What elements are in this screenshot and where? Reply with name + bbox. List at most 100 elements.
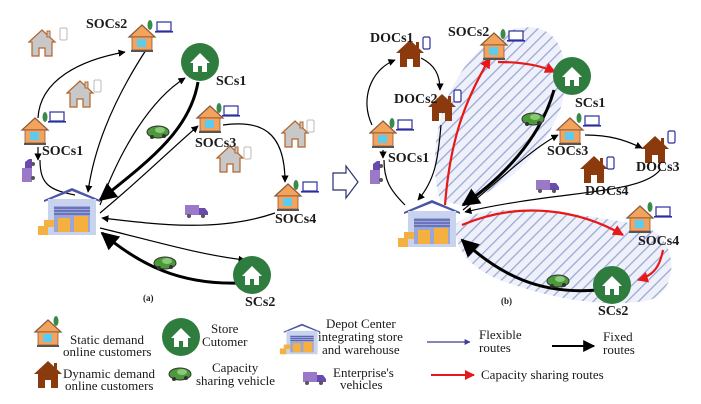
route-scs1-depot-fixed xyxy=(98,81,200,202)
phone-icon xyxy=(422,36,431,50)
laptop-icon xyxy=(653,206,673,219)
route-socs3-docs3 xyxy=(584,134,643,149)
label-docs1: DOCs1 xyxy=(370,31,414,46)
route-docs3-depot xyxy=(464,169,661,215)
leaf-icon xyxy=(53,316,59,326)
store-icon xyxy=(593,266,631,304)
legend-ent-line2: vehicles xyxy=(340,377,383,392)
label-docs3: DOCs3 xyxy=(636,160,680,175)
legend-depot-icon xyxy=(279,323,321,355)
laptop-icon xyxy=(300,181,320,194)
legend-flexible-line1: Flexible xyxy=(479,327,522,342)
legend-depot-line1: Depot Center xyxy=(326,316,396,331)
route-socs1-socs2 xyxy=(37,49,126,119)
phone-icon xyxy=(243,146,252,160)
legend-depot-line2: integrating store xyxy=(318,329,403,344)
label-docs2: DOCs2 xyxy=(394,92,438,107)
label-socs1: SOCs1 xyxy=(42,144,83,159)
laptop-icon xyxy=(395,119,415,132)
car-icon xyxy=(146,125,170,140)
label-docs4: DOCs4 xyxy=(585,184,629,199)
legend-static-line1: Static demand xyxy=(70,332,145,347)
route-docs2-depot xyxy=(417,124,442,201)
legend-flexible-line2: routes xyxy=(479,340,511,355)
phone-icon xyxy=(59,27,68,41)
route-depot-scs2 xyxy=(99,227,246,263)
legend-dynamic-house-icon xyxy=(34,361,62,388)
label-scs1-b: SCs1 xyxy=(575,96,605,111)
legend-fixed-line1: Fixed xyxy=(603,329,633,344)
inactive-house-icon xyxy=(281,120,309,148)
route-docs1-docs2 xyxy=(420,57,444,91)
route-scs1-depot-fixed-b xyxy=(461,89,556,207)
caption-b: (b) xyxy=(501,296,512,306)
panel-a: SOCs2 SOCs1 SOCs3 SOCs4 SCs1 SCs2 (a) xyxy=(21,17,320,310)
route-socs2-depot xyxy=(85,49,147,193)
depot-icon xyxy=(37,187,101,236)
label-socs3: SOCs3 xyxy=(195,136,236,151)
truck-icon xyxy=(370,161,383,184)
route-depot-socs3 xyxy=(99,125,199,214)
truck-icon xyxy=(536,180,559,193)
route-socs4-scs2-capacity xyxy=(636,249,665,283)
laptop-icon xyxy=(47,111,67,124)
legend-static-line2: online customers xyxy=(63,344,151,359)
route-depot-scs1 xyxy=(99,77,186,206)
legend-truck-icon xyxy=(303,372,326,385)
label-socs2-b: SOCs2 xyxy=(448,25,489,40)
leaf-icon xyxy=(293,180,299,190)
route-socs3-socs4 xyxy=(222,123,289,183)
route-socs1-docs1 xyxy=(366,59,396,126)
legend-capveh-line2: sharing vehicle xyxy=(196,373,275,388)
caption-a: (a) xyxy=(143,293,154,303)
legend-capacity-route-label: Capacity sharing routes xyxy=(481,367,604,382)
phone-icon xyxy=(667,130,676,144)
legend: Static demand online customers Store Cut… xyxy=(34,316,635,393)
store-icon xyxy=(553,57,591,95)
route-depot-socs1 xyxy=(39,159,76,196)
legend-capveh-line1: Capacity xyxy=(212,360,259,375)
label-scs1: SCs1 xyxy=(216,74,246,89)
legend-fixed-line2: routes xyxy=(603,342,635,357)
legend-store-line2: Cutomer xyxy=(202,334,248,349)
label-socs2: SOCs2 xyxy=(86,17,127,32)
legend-dynamic-line1: Dynamic demand xyxy=(63,366,156,381)
leaf-icon xyxy=(647,202,653,212)
route-depot-socs1-b xyxy=(383,159,406,206)
route-depot-socs4-capacity xyxy=(461,209,624,236)
leaf-icon xyxy=(389,118,395,128)
panel-b: DOCs1 DOCs2 DOCs3 DOCs4 SOCs2 SOCs1 SOCs… xyxy=(366,25,680,319)
leaf-icon xyxy=(576,113,582,123)
label-socs3-b: SOCs3 xyxy=(547,144,588,159)
route-socs4-depot xyxy=(101,212,276,226)
dynamic-house-icon xyxy=(641,136,669,163)
legend-store-line1: Store xyxy=(211,321,239,336)
route-scs2-depot-fixed-b xyxy=(460,238,599,293)
truck-icon xyxy=(185,205,208,218)
laptop-icon xyxy=(154,21,174,34)
legend-dynamic-line2: online customers xyxy=(65,378,153,393)
leaf-icon xyxy=(42,112,48,122)
laptop-icon xyxy=(506,30,526,43)
laptop-icon xyxy=(221,105,241,118)
car-icon xyxy=(521,112,545,127)
leaf-icon xyxy=(500,29,506,39)
label-socs1-b: SOCs1 xyxy=(388,151,429,166)
store-icon xyxy=(181,43,219,81)
label-socs4: SOCs4 xyxy=(275,212,316,227)
legend-depot-line3: and warehouse xyxy=(322,342,400,357)
label-socs4-b: SOCs4 xyxy=(638,234,679,249)
dynamic-house-icon xyxy=(580,156,608,183)
laptop-icon xyxy=(582,115,602,128)
phone-icon xyxy=(93,79,102,93)
static-house-icon xyxy=(21,117,49,146)
car-icon xyxy=(153,256,177,271)
legend-store-icon xyxy=(162,318,200,356)
capacity-sharing-zone-1 xyxy=(434,27,566,206)
leaf-icon xyxy=(147,20,153,30)
route-depot-socs2-capacity xyxy=(443,57,491,206)
transition-arrow-icon xyxy=(332,164,359,200)
legend-car-icon xyxy=(168,367,192,382)
inactive-house-icon xyxy=(28,29,56,57)
